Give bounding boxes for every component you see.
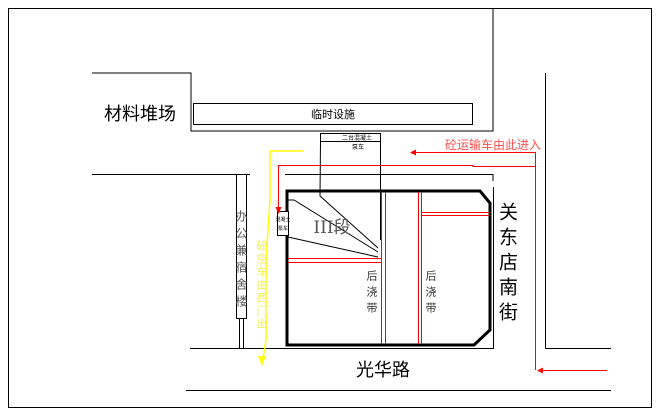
section-label: III段 — [313, 218, 350, 238]
pump-trucks-sub: 泵车 — [352, 143, 364, 151]
pump-trucks-box — [320, 133, 381, 142]
arrow-icon — [258, 356, 266, 366]
frame — [8, 8, 652, 408]
material-yard-boundary — [92, 8, 494, 132]
section-iii-outline — [285, 189, 492, 347]
office-building-label: 办公兼宿舍楼 — [234, 210, 248, 312]
temporary-facility — [193, 103, 473, 125]
pump-boom-lines — [287, 141, 381, 258]
small-pump-label: 混凝土 — [275, 216, 290, 223]
east-street-label: 关东店南街 — [496, 202, 518, 327]
south-road-label: 光华路 — [356, 360, 410, 381]
arrow-icon — [537, 367, 543, 374]
post-pour-bands — [288, 192, 489, 344]
truck-entry-label: 砼运输车由此进入 — [445, 137, 541, 152]
office-building — [236, 174, 247, 319]
road-edge — [285, 174, 494, 181]
site-boundary — [190, 187, 494, 349]
post-pour-band-label: 后浇带 — [365, 270, 378, 318]
small-pump-label: 泵车 — [278, 225, 288, 232]
small-pump-truck — [277, 211, 289, 236]
material-yard-label: 材料堆场 — [104, 104, 176, 125]
empty-truck-exit-route — [262, 150, 303, 359]
empty-truck-exit-label: 砼空车由西门出 — [255, 240, 268, 331]
arrow-icon — [410, 149, 416, 156]
street-edge — [545, 73, 611, 349]
post-pour-band-label-2: 后浇带 — [424, 270, 437, 318]
arrow-icon — [275, 207, 282, 214]
temporary-facility-label: 临时设施 — [311, 107, 355, 121]
truck-entry-route — [278, 152, 607, 371]
pump-trucks-label: 二台混凝土 — [342, 134, 372, 142]
